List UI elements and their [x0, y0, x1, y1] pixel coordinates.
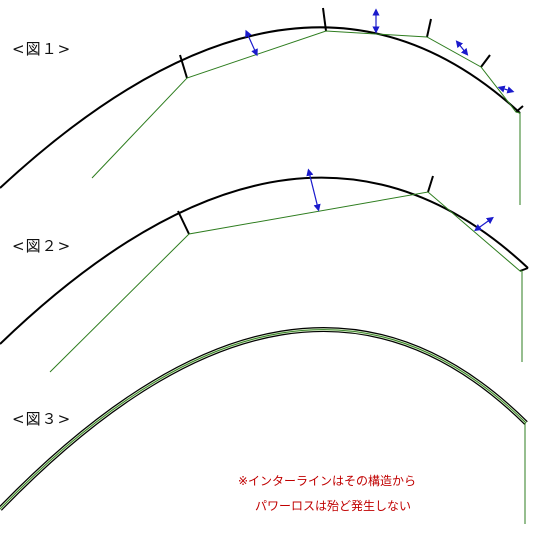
fig1-guide-2 [322, 7, 327, 32]
fig2-guide-1 [177, 210, 190, 235]
fig3-internal-line [0, 329, 527, 510]
fig2-fishing-line [49, 191, 523, 373]
fig2-gap-arrow-1 [306, 168, 321, 212]
figure-3-drawing [0, 327, 528, 524]
note-line-2: パワーロスは殆ど発生しない [255, 499, 412, 513]
note-line-1: ※インターラインはその構造から [238, 474, 417, 488]
fig1-fishing-line [91, 30, 521, 205]
figure-2-drawing [0, 168, 529, 373]
fig1-gap-arrow-1 [245, 29, 258, 57]
fig2-gap-arrow-2 [474, 216, 494, 232]
figure-2-label: <図２> [12, 237, 72, 255]
fig1-gap-arrow-4 [497, 85, 515, 94]
fig1-guide-5 [515, 105, 524, 113]
figure-3-label: <図３> [12, 410, 72, 428]
figure-1-drawing [0, 7, 524, 205]
fig1-gap-arrow-3 [455, 40, 469, 56]
figure-1-label: <図１> [12, 40, 72, 58]
fig2-rod-blank [0, 176, 529, 345]
fig2-guide-2 [427, 175, 434, 193]
fig1-rod-blank [0, 26, 521, 189]
fig1-guide-1 [179, 54, 188, 79]
fig1-guide-4 [480, 54, 491, 68]
fig1-guide-3 [426, 18, 432, 38]
